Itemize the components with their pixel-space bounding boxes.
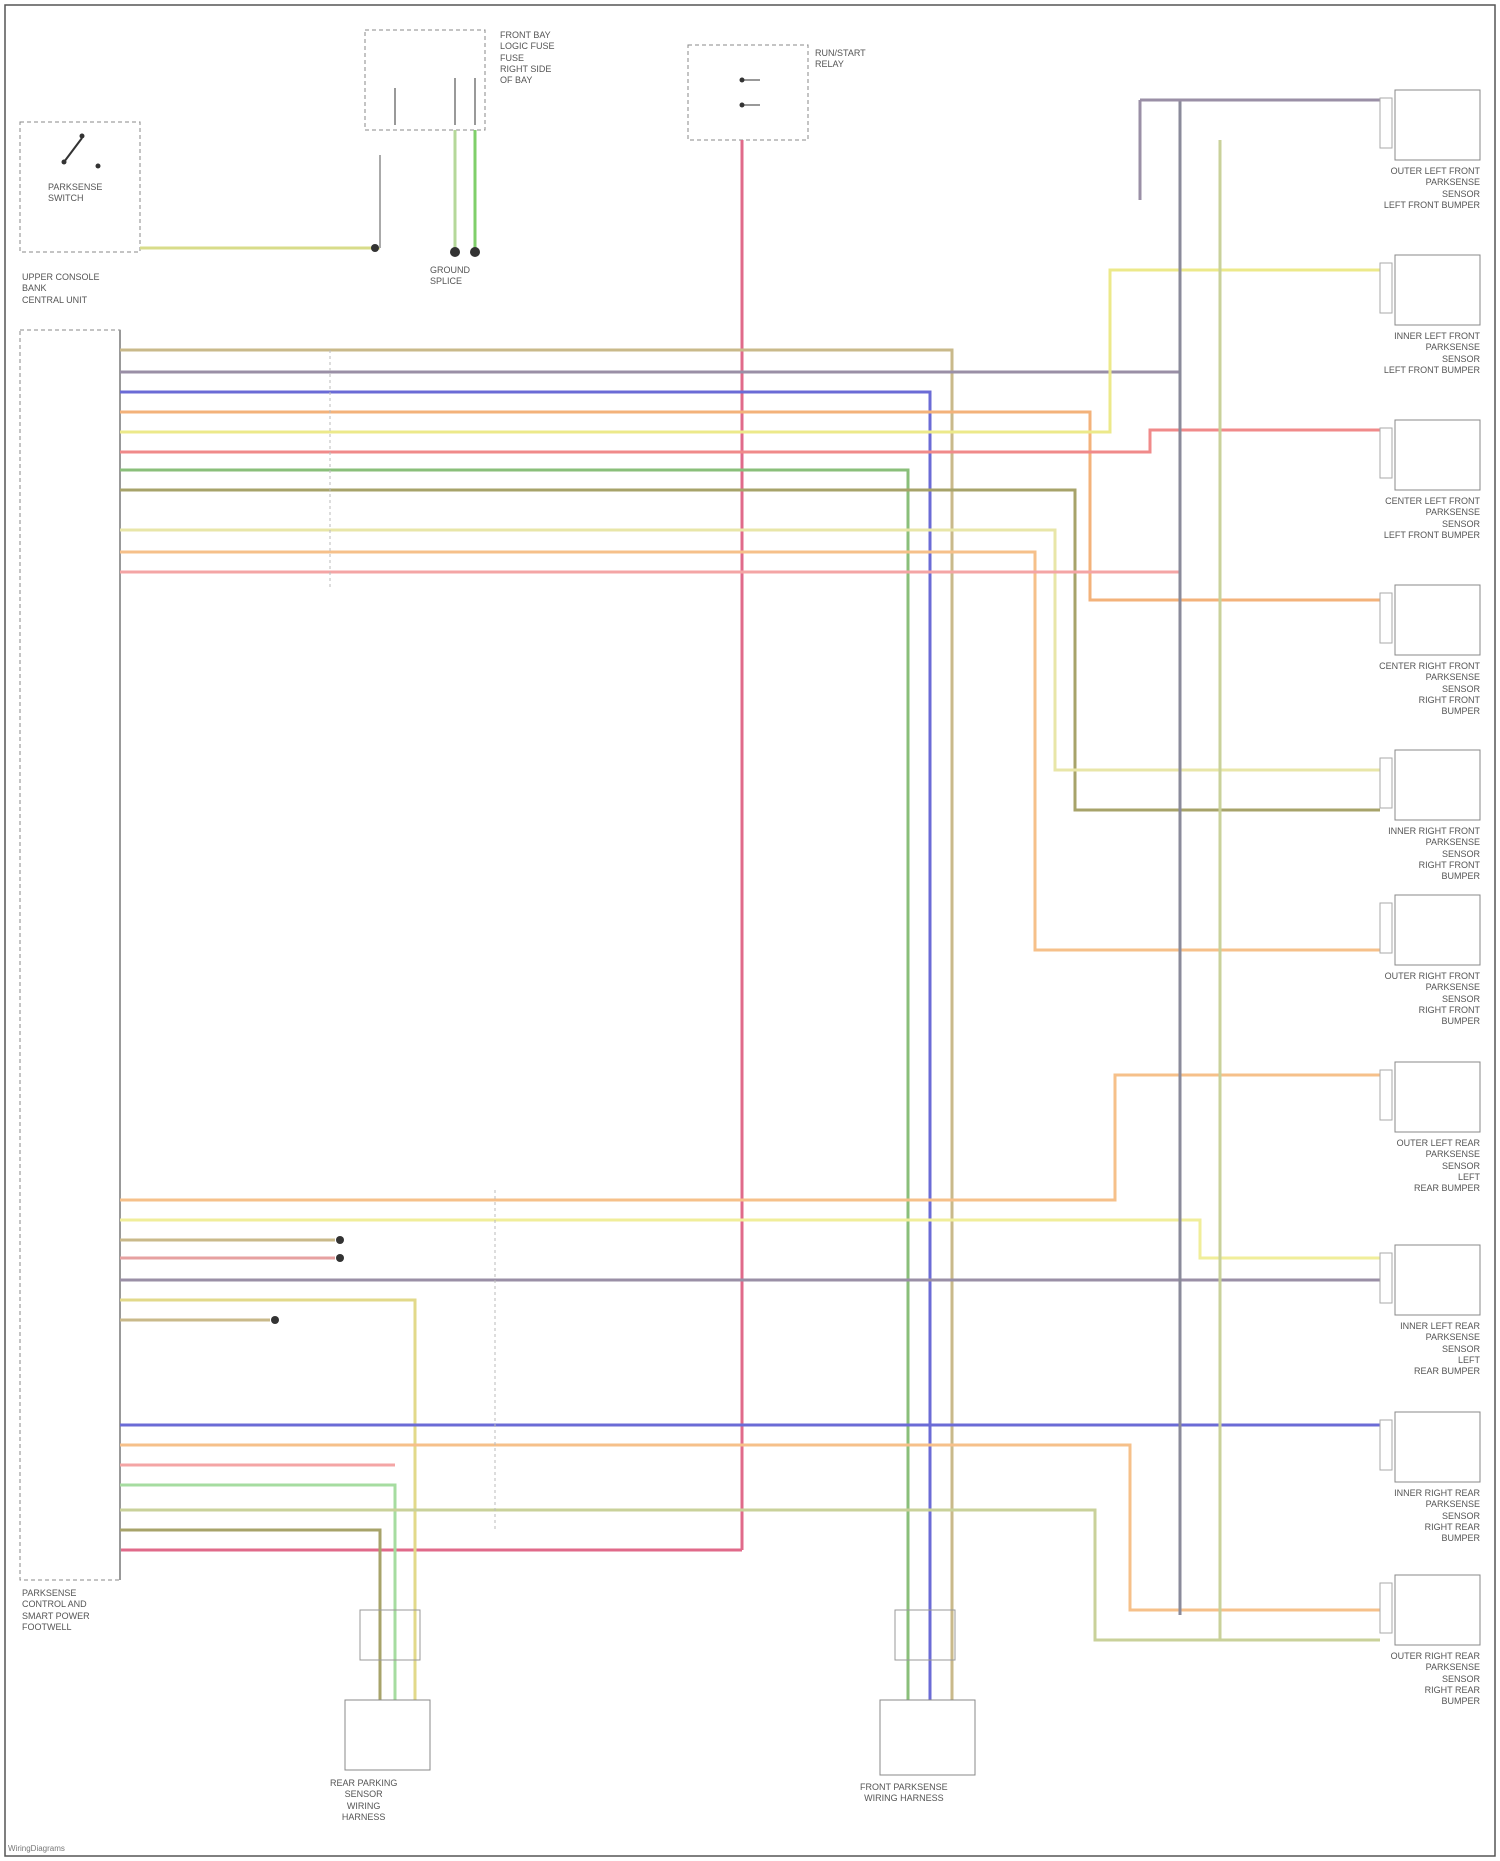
switch-host-label: UPPER CONSOLE BANK CENTRAL UNIT [22, 272, 100, 306]
sensor-box [1395, 585, 1480, 655]
sensor-label: OUTER LEFT REAR PARKSENSE SENSOR LEFT RE… [1320, 1138, 1480, 1194]
sensor-box [1395, 1575, 1480, 1645]
sensor-label: OUTER LEFT FRONT PARKSENSE SENSOR LEFT F… [1320, 166, 1480, 211]
sensor-box [1395, 420, 1480, 490]
sensor-connector [1380, 428, 1392, 478]
sensor-box [1395, 1062, 1480, 1132]
sensor-connector [1380, 1070, 1392, 1120]
sensor-connector [1380, 758, 1392, 808]
bottom-right-connector [880, 1610, 975, 1775]
footer-source: WiringDiagrams [8, 1844, 65, 1853]
sensor-box [1395, 1245, 1480, 1315]
inline-connector-columns [330, 350, 495, 1530]
sensor-label: OUTER RIGHT FRONT PARKSENSE SENSOR RIGHT… [1320, 971, 1480, 1027]
sensor-box [1395, 750, 1480, 820]
sensor-connector [1380, 903, 1392, 953]
page-border [5, 5, 1495, 1856]
bottom-left-harness-label: REAR PARKING SENSOR WIRING HARNESS [330, 1778, 397, 1823]
sensor-connector [1380, 263, 1392, 313]
sensor-label: INNER RIGHT REAR PARKSENSE SENSOR RIGHT … [1320, 1488, 1480, 1544]
sensor-connector [1380, 1253, 1392, 1303]
bottom-left-connector [345, 1610, 430, 1770]
bottom-wire-bundle [120, 1075, 1380, 1700]
switch-label: PARKSENSE SWITCH [48, 182, 102, 205]
parksense-module [20, 330, 120, 1580]
sensor-label: INNER LEFT REAR PARKSENSE SENSOR LEFT RE… [1320, 1321, 1480, 1377]
relay-label: RUN/START RELAY [815, 48, 866, 71]
sensor-label: INNER RIGHT FRONT PARKSENSE SENSOR RIGHT… [1320, 826, 1480, 882]
sensor-label: OUTER RIGHT REAR PARKSENSE SENSOR RIGHT … [1320, 1651, 1480, 1707]
sensor-connector [1380, 98, 1392, 148]
sensor-label: INNER LEFT FRONT PARKSENSE SENSOR LEFT F… [1320, 331, 1480, 376]
sensor-box [1395, 255, 1480, 325]
module-label: PARKSENSE CONTROL AND SMART POWER FOOTWE… [22, 1588, 90, 1633]
sensor-box [1395, 1412, 1480, 1482]
bottom-right-harness-label: FRONT PARKSENSE WIRING HARNESS [860, 1782, 948, 1805]
ground-splice-label: GROUND SPLICE [430, 265, 470, 288]
fuse-block [365, 30, 485, 257]
sensor-connector [1380, 1420, 1392, 1470]
sensor-connector [1380, 1583, 1392, 1633]
sensor-label: CENTER LEFT FRONT PARKSENSE SENSOR LEFT … [1320, 496, 1480, 541]
sensor-label: CENTER RIGHT FRONT PARKSENSE SENSOR RIGH… [1320, 661, 1480, 717]
sensor-box [1395, 90, 1480, 160]
sensor-connector [1380, 593, 1392, 643]
sensor-box [1395, 895, 1480, 965]
fuse-block-label: FRONT BAY LOGIC FUSE FUSE RIGHT SIDE OF … [500, 30, 555, 86]
